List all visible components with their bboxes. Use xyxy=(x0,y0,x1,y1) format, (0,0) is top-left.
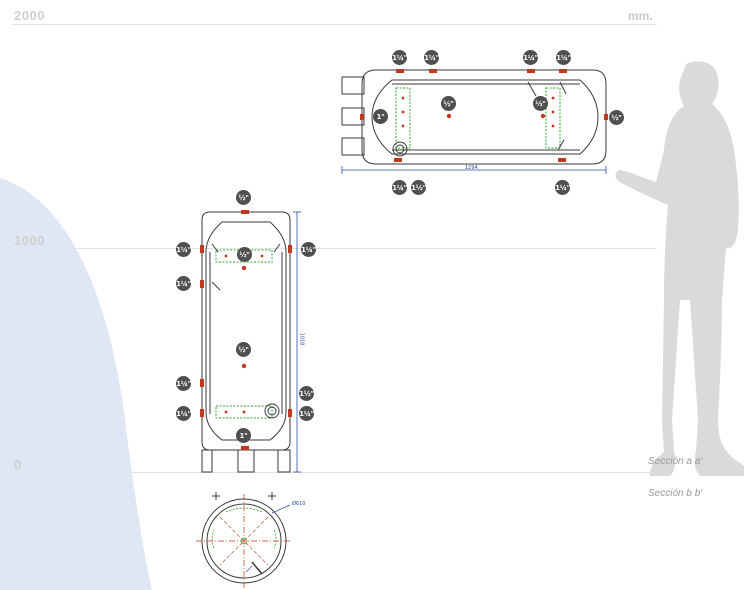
vertical-badge-left-4: 1¼" xyxy=(176,406,191,421)
vertical-tank-connections xyxy=(200,210,292,450)
person-silhouette-icon xyxy=(615,61,744,476)
scale-line-2000 xyxy=(12,24,657,25)
vertical-badge-left-1: 1¼" xyxy=(176,242,191,257)
section-a-label: Sección a a' xyxy=(648,456,703,467)
horizontal-badge-top-3: 1¼" xyxy=(523,50,538,65)
vertical-badge-left-2: 1¼" xyxy=(176,276,191,291)
vertical-badge-right-2: 1½" xyxy=(299,386,314,401)
horizontal-badge-bottom-1: 1¼" xyxy=(392,180,407,195)
unit-label: mm. xyxy=(628,9,653,23)
horizontal-dimension-label: 1294 xyxy=(465,165,478,171)
horizontal-badge-top-4: 1¼" xyxy=(556,50,571,65)
scale-label-1000: 1000 xyxy=(14,233,45,248)
horizontal-dimension xyxy=(341,166,607,174)
scale-label-2000: 2000 xyxy=(14,8,45,23)
horizontal-badge-top-1: 1¼" xyxy=(392,50,407,65)
horizontal-badge-right: ½" xyxy=(609,110,624,125)
horizontal-badge-center-2: ½" xyxy=(533,96,548,111)
plan-view-details xyxy=(196,494,292,588)
horizontal-badge-bottom-3: 1¼" xyxy=(555,180,570,195)
section-b-label: Sección b b' xyxy=(648,488,703,499)
vertical-badge-bottom: 1" xyxy=(236,428,251,443)
vertical-badge-right-1: 1¼" xyxy=(301,242,316,257)
horizontal-badge-center-1: ½" xyxy=(441,96,456,111)
scale-line-1000 xyxy=(12,248,657,249)
scale-label-0: 0 xyxy=(14,457,22,472)
vertical-badge-middle: ½" xyxy=(236,342,251,357)
vertical-dimension xyxy=(293,211,301,473)
background-curve xyxy=(0,178,152,590)
horizontal-badge-bottom-2: 1½" xyxy=(411,180,426,195)
vertical-badge-right-3: 1¼" xyxy=(299,406,314,421)
scale-line-0 xyxy=(12,472,657,473)
vertical-badge-left-3: 1¼" xyxy=(176,376,191,391)
vertical-dimension-label: 1018 xyxy=(298,332,305,346)
horizontal-tank-connections xyxy=(360,69,608,162)
horizontal-badge-left: 1" xyxy=(373,109,388,124)
vertical-badge-inner-top: ½" xyxy=(237,247,252,262)
horizontal-badge-top-2: 1¼" xyxy=(424,50,439,65)
plan-diameter-label: Ø610 xyxy=(292,501,306,507)
vertical-tank-drawing xyxy=(201,211,291,473)
vertical-badge-top: ½" xyxy=(236,190,251,205)
